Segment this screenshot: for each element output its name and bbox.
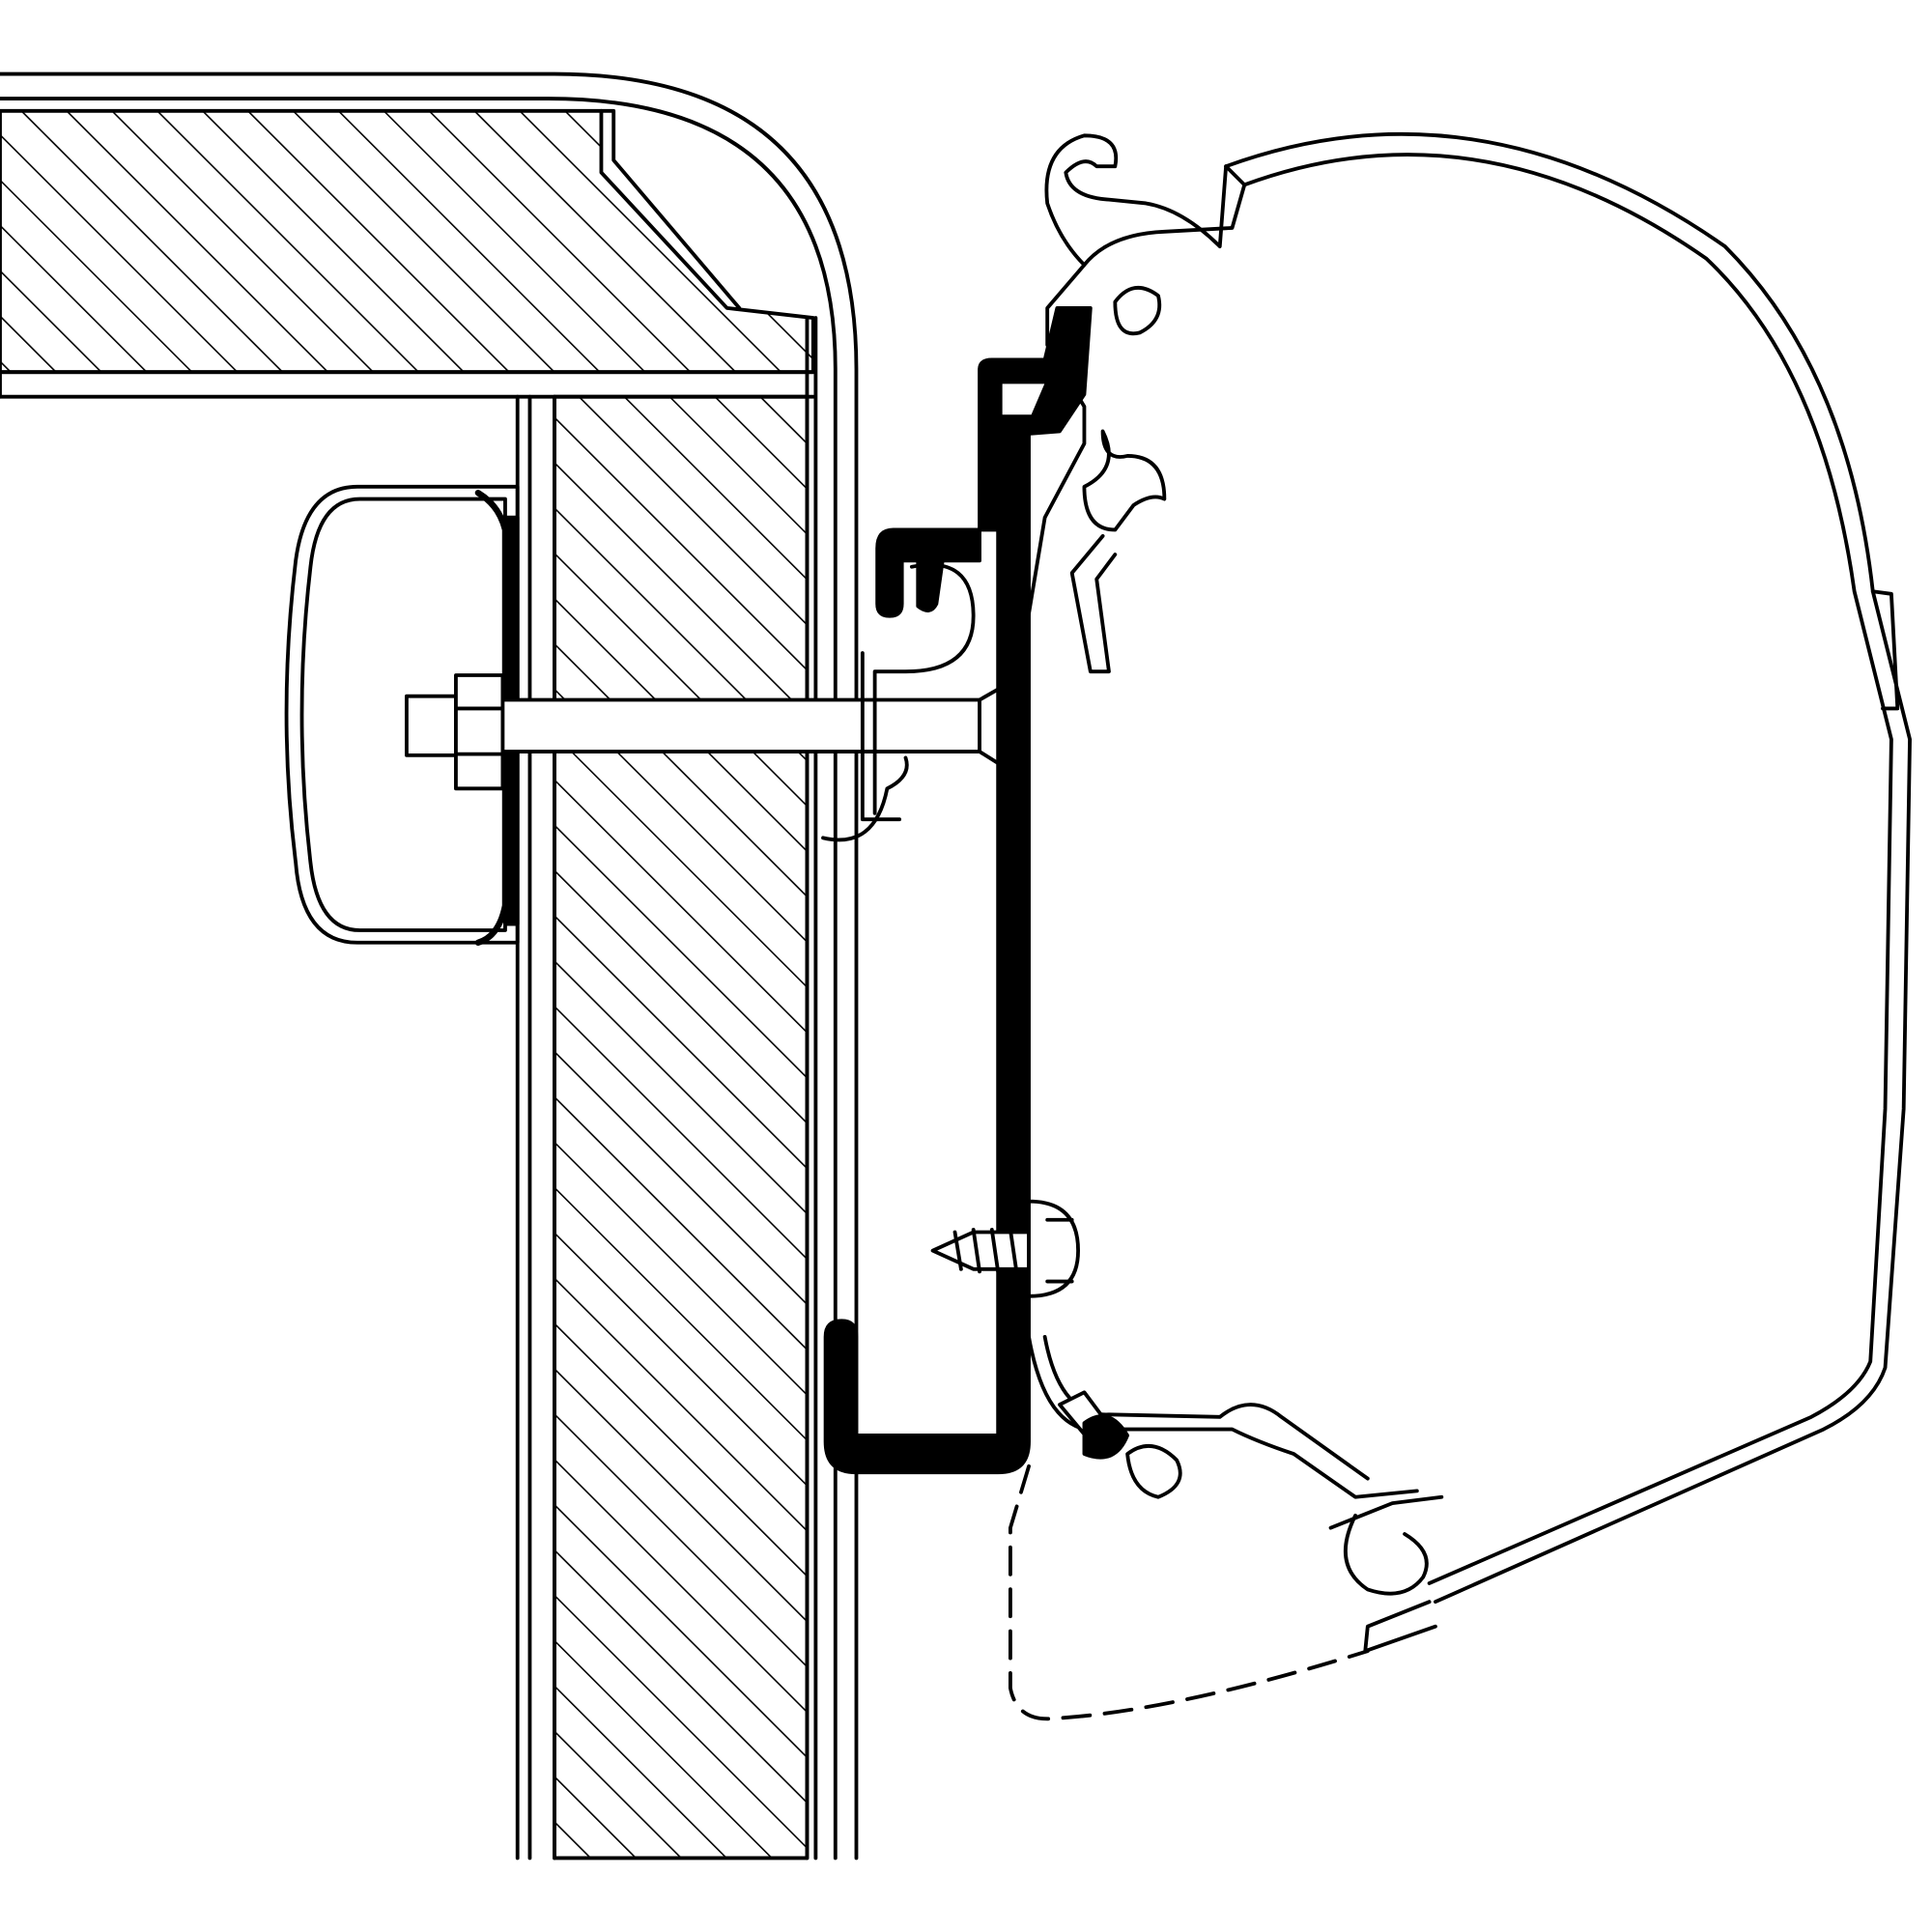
roof-panel bbox=[0, 108, 815, 399]
awning-profile-rail-hidden bbox=[1009, 1463, 1370, 1721]
through-bolt bbox=[405, 673, 1025, 791]
wall-panel bbox=[515, 316, 818, 1861]
wood-screw bbox=[930, 1199, 1080, 1298]
adapter-bracket bbox=[821, 305, 1093, 1475]
outer-skin bbox=[0, 71, 859, 1861]
awning-housing bbox=[1018, 131, 1912, 1654]
